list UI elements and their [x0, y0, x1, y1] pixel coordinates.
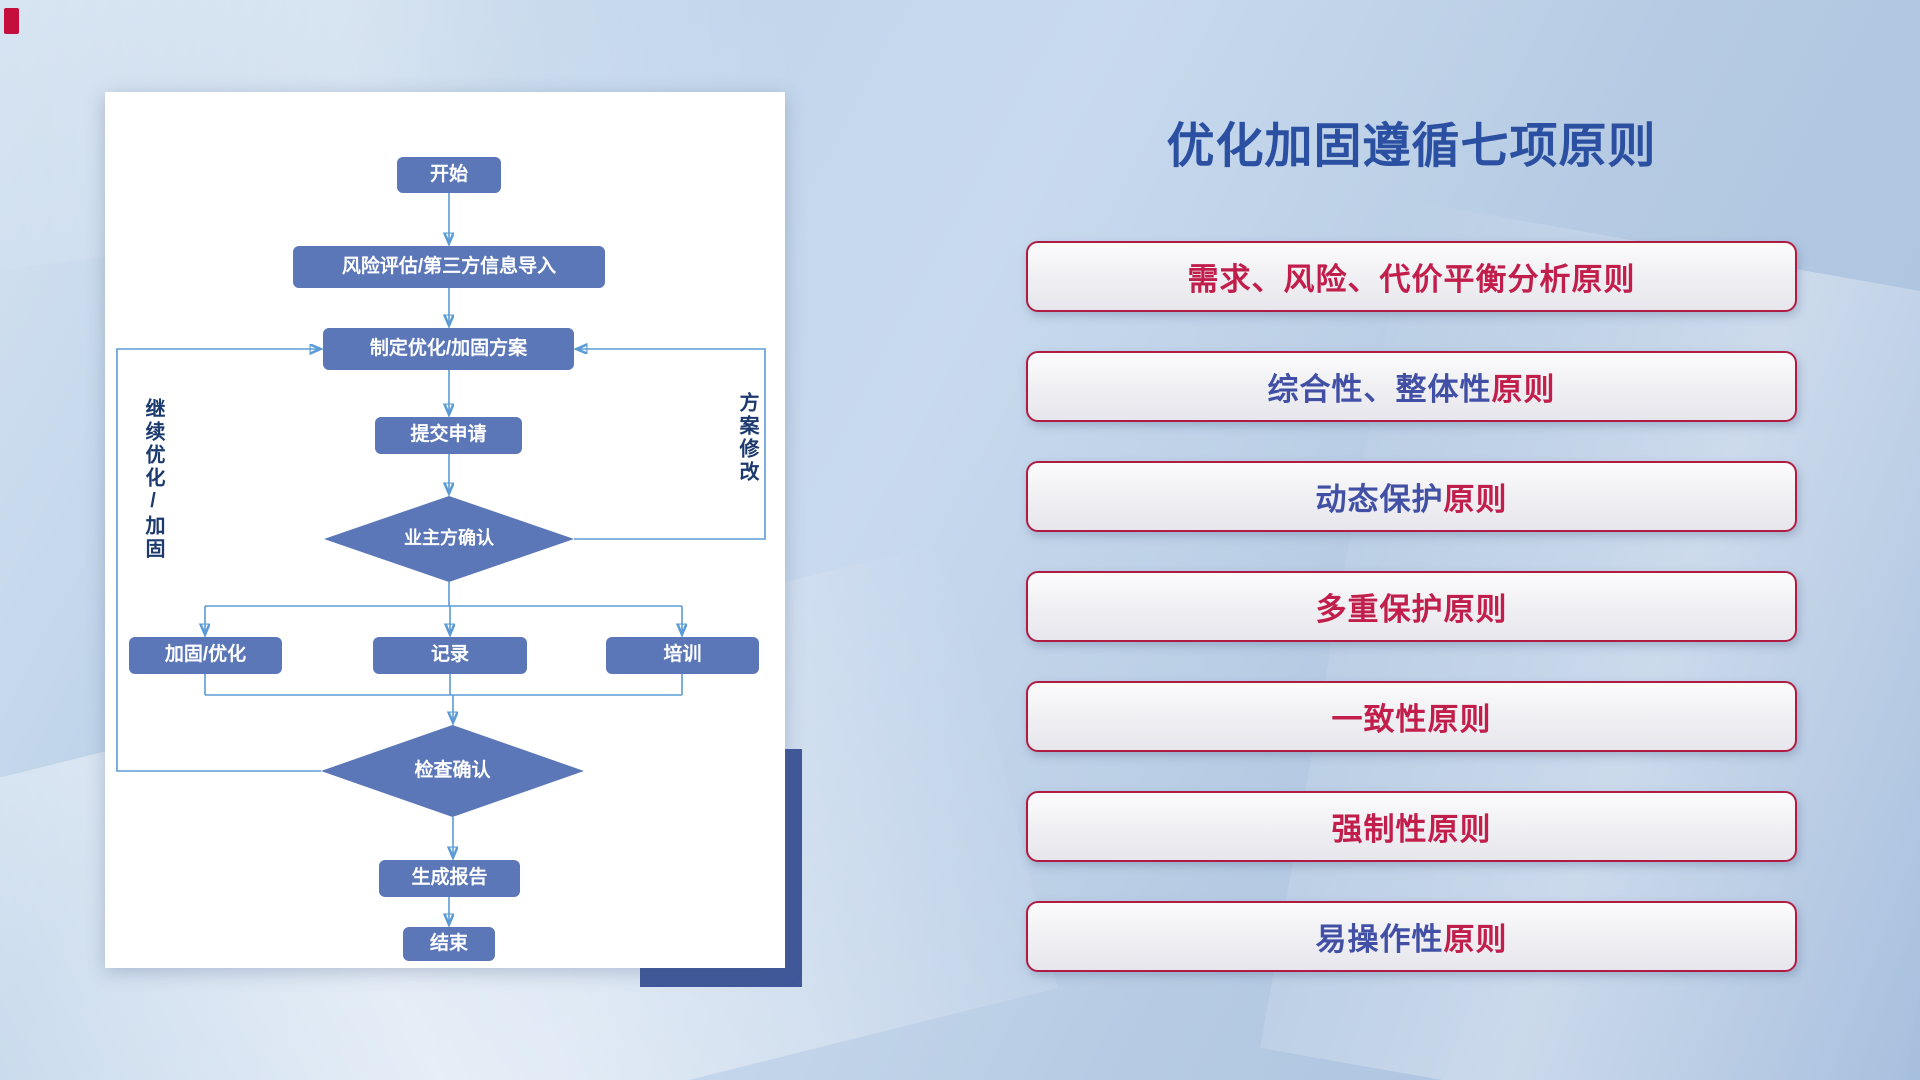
principle-text: 强制性原则	[1331, 812, 1492, 847]
principle-box: 强制性原则	[1026, 791, 1797, 862]
flow-connectors	[116, 193, 766, 968]
principle-box: 综合性、整体性原则	[1026, 351, 1797, 422]
flow-node-plan: 制定优化/加固方案	[323, 328, 574, 370]
principle-box: 动态保护原则	[1026, 461, 1797, 532]
principle-box: 易操作性原则	[1026, 901, 1797, 972]
flow-node-risk-import: 风险评估/第三方信息导入	[293, 246, 605, 288]
principle-text: 原则	[1443, 922, 1508, 957]
flow-node-training: 培训	[606, 637, 759, 674]
principle-text: 原则	[1443, 482, 1508, 517]
flow-node-record: 记录	[373, 637, 527, 674]
left-loop-label: 继续优化/加固	[142, 398, 164, 561]
flow-node-submit: 提交申请	[375, 417, 522, 454]
right-loop-label: 方案修改	[736, 392, 758, 484]
flow-node-start: 开始	[397, 157, 501, 193]
principle-text: 原则	[1491, 372, 1556, 407]
principle-box: 需求、风险、代价平衡分析原则	[1026, 241, 1797, 312]
corner-marker	[4, 8, 19, 34]
principles-list: 需求、风险、代价平衡分析原则综合性、整体性原则动态保护原则多重保护原则一致性原则…	[1026, 241, 1797, 1011]
principle-text: 综合性、整体性	[1267, 372, 1492, 407]
principle-box: 一致性原则	[1026, 681, 1797, 752]
slide-title: 优化加固遵循七项原则	[1166, 120, 1657, 173]
principle-text: 动态保护	[1315, 482, 1444, 517]
flowchart-card: 开始 风险评估/第三方信息导入 制定优化/加固方案 提交申请 业主方确认 加固/…	[105, 92, 785, 968]
principle-text: 多重保护原则	[1315, 592, 1508, 627]
flow-node-end: 结束	[403, 927, 495, 961]
principle-text: 一致性原则	[1331, 702, 1492, 737]
principle-text: 需求、风险、代价平衡分析原则	[1187, 262, 1636, 297]
flow-node-reinforce: 加固/优化	[129, 637, 282, 674]
principle-text: 易操作性	[1315, 922, 1444, 957]
principle-box: 多重保护原则	[1026, 571, 1797, 642]
flow-node-report: 生成报告	[379, 860, 520, 897]
